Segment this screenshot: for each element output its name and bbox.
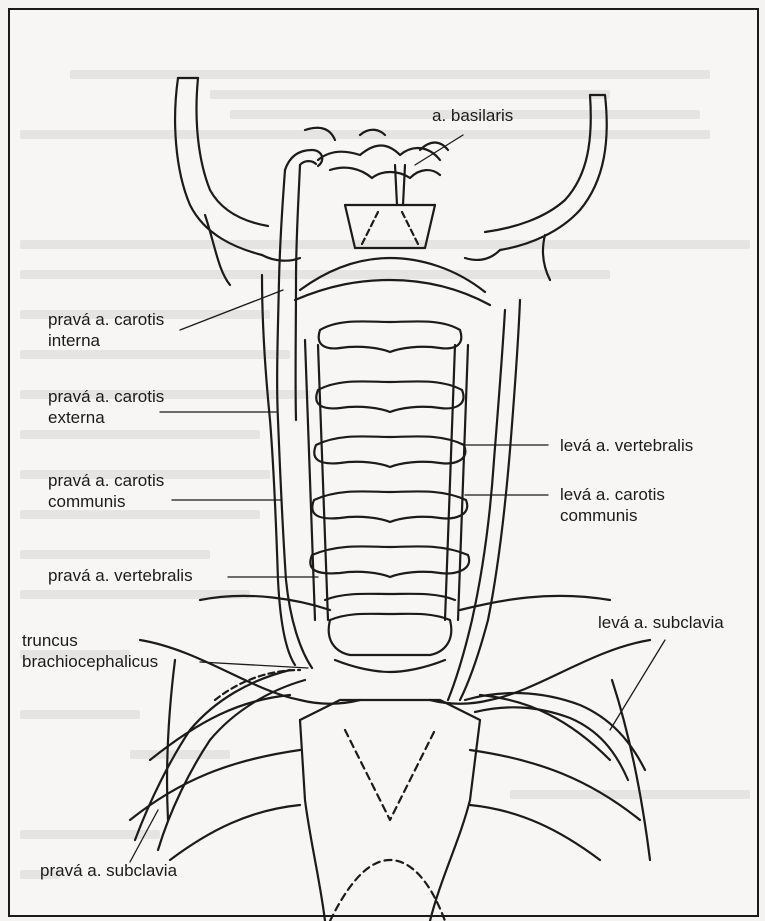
label-left-subclavia: levá a. subclavia [598,612,724,633]
sternum [300,700,480,921]
label-right-subclavia: pravá a. subclavia [40,860,177,881]
label-right-carotis-communis: pravá a. carotis communis [48,470,164,512]
label-left-carotis-communis: levá a. carotis communis [560,484,665,526]
clivus [295,205,490,305]
basilar-circle [305,128,448,205]
label-right-vertebralis: pravá a. vertebralis [48,565,193,586]
label-right-carotis-interna: pravá a. carotis interna [48,309,164,351]
neck-vessels-left [445,300,520,700]
left-subclavian [465,693,645,780]
label-left-vertebralis: levá a. vertebralis [560,435,693,456]
skull-base-left [175,78,300,285]
label-truncus-brachiocephalicus: truncus brachiocephalicus [22,630,158,672]
label-right-carotis-externa: pravá a. carotis externa [48,386,164,428]
cervical-vertebrae [310,321,469,672]
label-basilaris: a. basilaris [432,105,513,126]
right-internal-carotid [277,150,322,420]
